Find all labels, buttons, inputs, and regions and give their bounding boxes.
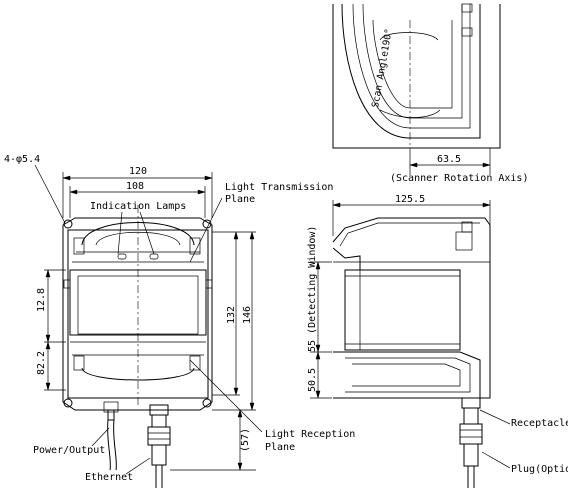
power-output-label: Power/Output	[33, 445, 105, 456]
front-view: 120 108 4-φ5.4	[4, 154, 355, 488]
dim-82-2: 82.2	[36, 351, 47, 375]
dim-108: 108	[126, 181, 144, 192]
dim-12-8: 12.8	[36, 288, 47, 312]
dim-50-5: 50.5	[307, 368, 318, 392]
dim-57: (57)	[240, 428, 251, 452]
light-reception-label-1: Light Reception	[265, 429, 355, 440]
top-view: Scan Angle190° 63.5 (Scanner Rotation Ax…	[332, 3, 528, 184]
dim-146: 146	[242, 306, 253, 324]
receptacle-label: Receptacle	[511, 418, 568, 429]
dim-120: 120	[129, 166, 147, 177]
dim-125-5: 125.5	[395, 194, 425, 205]
light-transmission-label-1: Light Transmission	[225, 182, 333, 193]
dim-132: 132	[226, 306, 237, 324]
holes-callout: 4-φ5.4	[4, 154, 40, 165]
plug-option-label: Plug(Option)	[511, 464, 568, 475]
scanner-rotation-axis-label: (Scanner Rotation Axis)	[390, 173, 528, 184]
indication-lamps-label: Indication Lamps	[90, 201, 186, 212]
light-reception-label-2: Plane	[265, 442, 295, 453]
dim-63-5: 63.5	[437, 154, 461, 165]
light-transmission-label-2: Plane	[225, 194, 255, 205]
scan-angle-label: Scan Angle190°	[370, 28, 395, 109]
detecting-window-dim: 55 (Detecting Window)	[307, 226, 318, 352]
side-view: 125.5 55 (Detecting Window) 50.5	[307, 194, 568, 488]
ethernet-label: Ethernet	[85, 472, 133, 483]
